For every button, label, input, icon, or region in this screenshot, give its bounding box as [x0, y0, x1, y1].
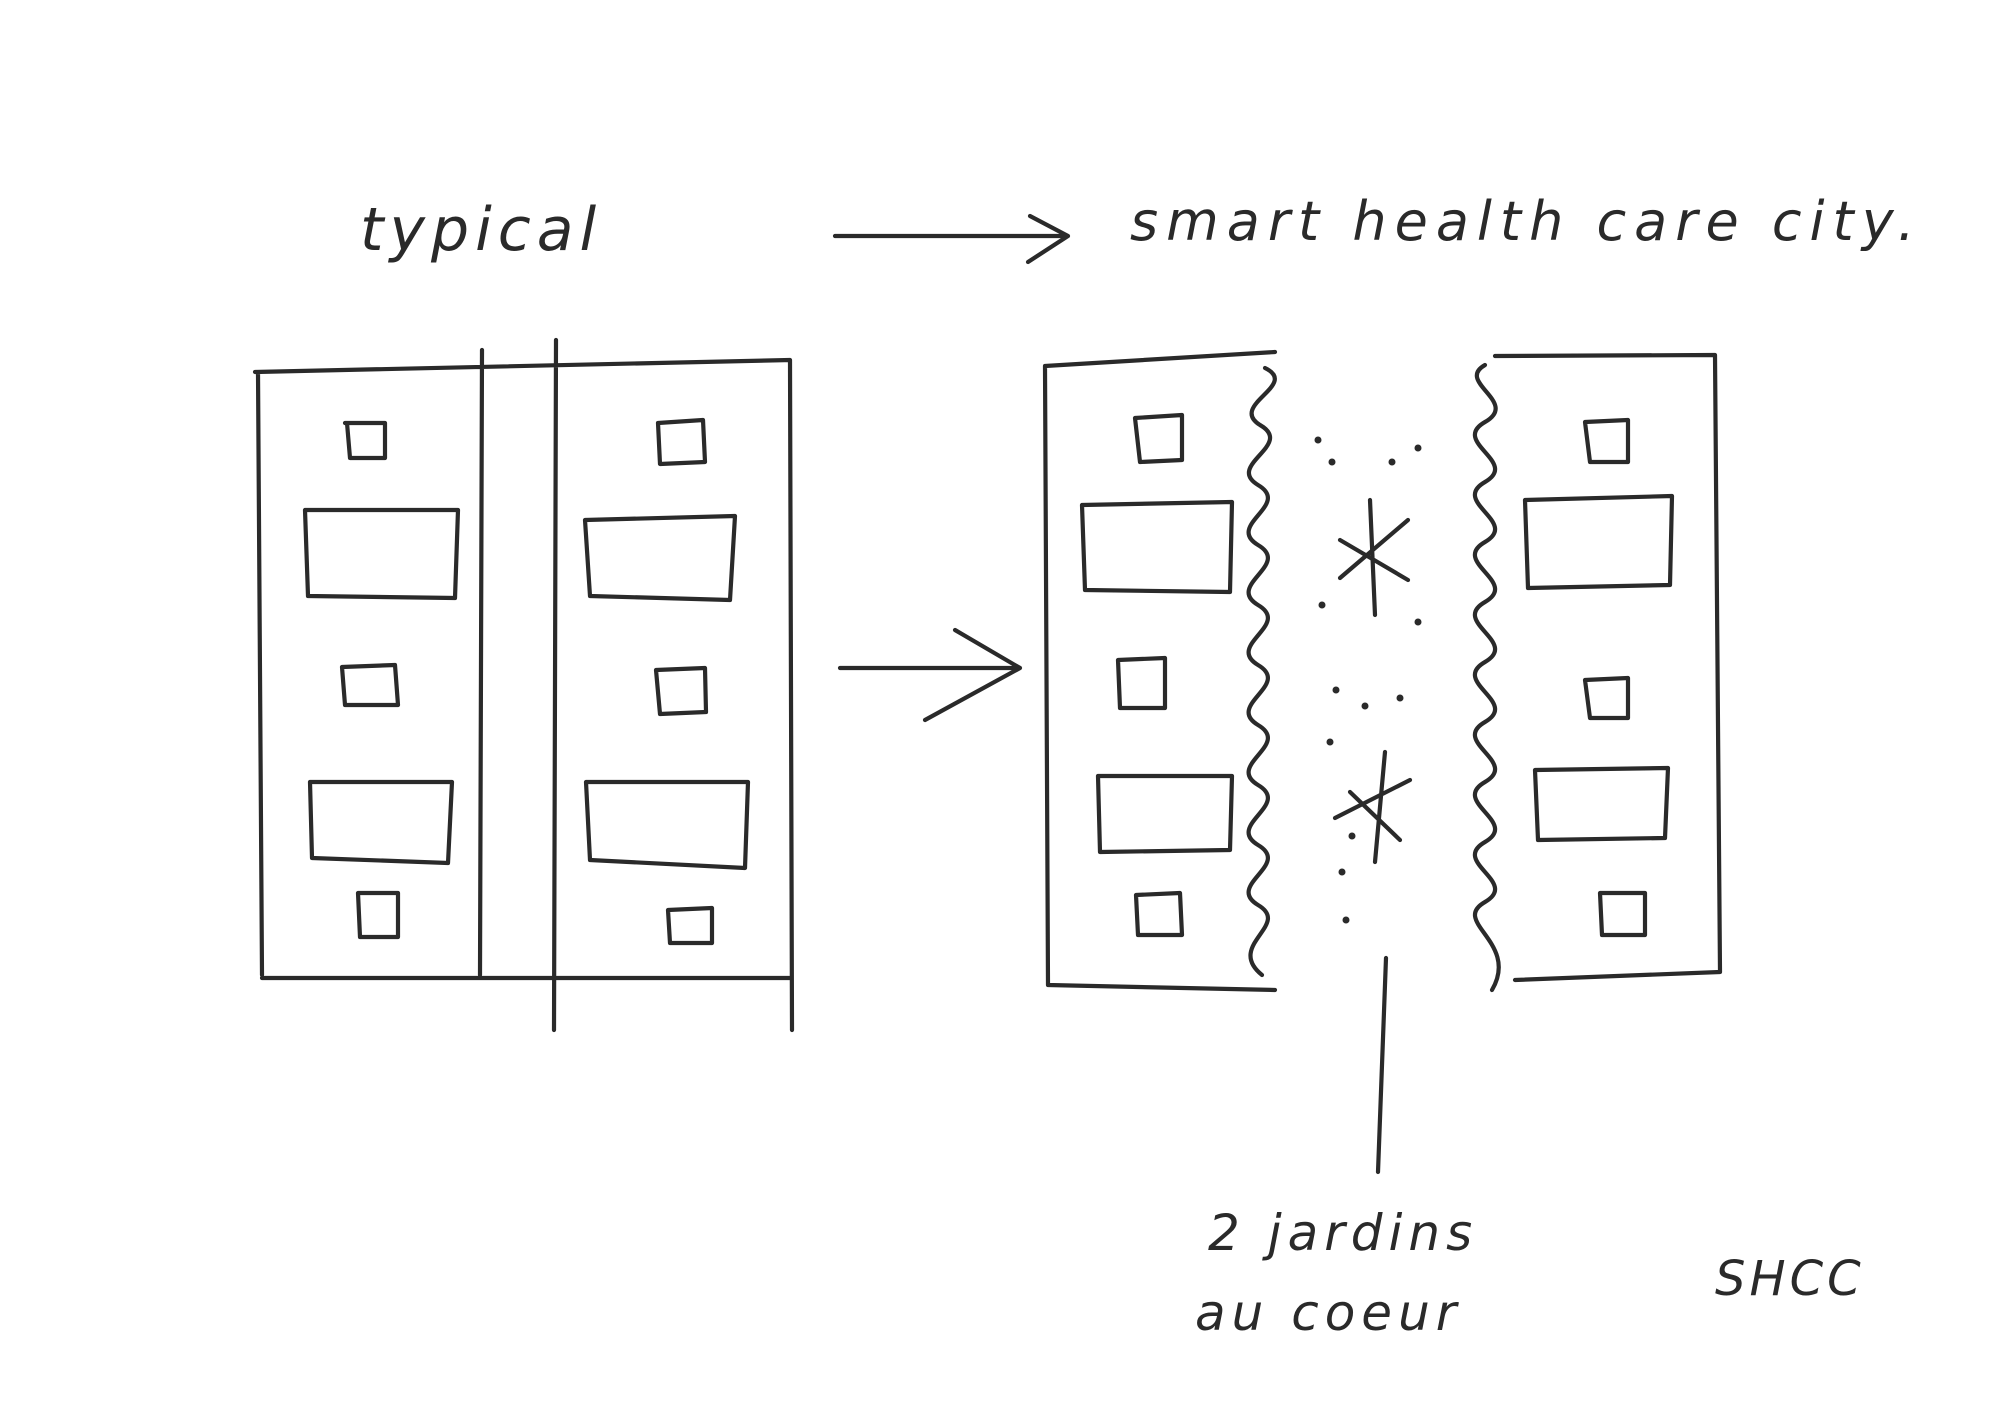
shcc-left-outline	[1042, 349, 1278, 993]
shcc-left-wavy-edge	[1246, 365, 1277, 978]
shcc-left-block	[1042, 349, 1278, 993]
asterisk-icon	[1337, 497, 1411, 618]
signature-shcc: SHCC	[1715, 1251, 1865, 1307]
shcc-large-room	[1079, 499, 1235, 595]
shcc-small-room	[1115, 655, 1168, 711]
annotation-gardens-line2: au coeur	[1195, 1284, 1462, 1342]
shcc-large-room	[1095, 773, 1235, 855]
typical-large-room	[302, 507, 461, 601]
shcc-small-room	[1597, 890, 1648, 938]
shcc-small-room	[1133, 890, 1185, 938]
typical-large-room	[583, 779, 751, 871]
label-typical: typical	[360, 195, 602, 265]
typical-small-room	[355, 890, 401, 940]
annotation-gardens-line1: 2 jardins	[1208, 1204, 1478, 1262]
shcc-right-wavy-edge	[1472, 362, 1501, 993]
top-arrow	[832, 213, 1071, 265]
gardens-area	[1314, 436, 1422, 924]
shcc-right-outline	[1492, 352, 1723, 983]
annotation-leader-line	[1375, 955, 1389, 1175]
shcc-small-room	[1132, 412, 1185, 465]
shcc-small-room	[1582, 417, 1631, 465]
shcc-large-room	[1522, 493, 1675, 591]
shcc-large-room	[1532, 765, 1671, 843]
asterisk-icon	[1332, 749, 1413, 865]
typical-large-room	[307, 779, 455, 866]
shcc-right-block	[1472, 352, 1723, 993]
label-smart-health-care-city: smart health care city.	[1130, 190, 1923, 253]
typical-small-room	[653, 665, 709, 717]
shcc-small-room	[1582, 675, 1631, 721]
typical-outline	[252, 337, 795, 1033]
transform-arrow	[837, 627, 1023, 723]
typical-small-room	[342, 420, 388, 461]
typical-block	[252, 337, 795, 1033]
typical-small-room	[655, 417, 708, 467]
typical-large-room	[582, 513, 738, 603]
typical-small-room	[665, 905, 715, 946]
typical-small-room	[339, 662, 401, 708]
